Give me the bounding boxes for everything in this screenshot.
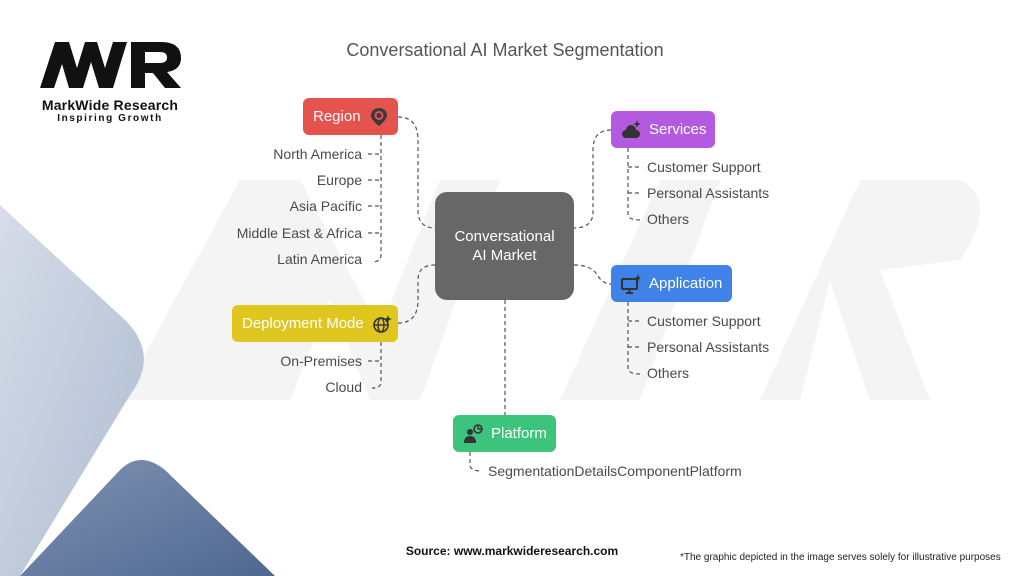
platform-label: Platform: [491, 425, 547, 442]
user-chart-icon: [464, 423, 483, 443]
platform-node: Platform: [453, 415, 556, 452]
region-item: Europe: [316, 172, 362, 188]
application-label: Application: [649, 275, 723, 292]
globe-sparkle-icon: [372, 314, 392, 333]
application-item: Others: [647, 365, 690, 381]
footnote: *The graphic depicted in the image serve…: [680, 552, 1001, 563]
deployment-label: Deployment Mode: [242, 315, 364, 332]
services-item: Personal Assistants: [647, 185, 770, 201]
region-item: Asia Pacific: [289, 198, 362, 214]
source-text: Source: www.markwideresearch.com: [405, 544, 619, 558]
region-item: Middle East & Africa: [236, 225, 362, 241]
services-item: Others: [647, 211, 690, 227]
deployment-item: Cloud: [325, 379, 362, 395]
location-gear-icon: [370, 107, 387, 126]
mwr-logo-icon: [40, 42, 181, 88]
center-line-1: Conversational: [454, 228, 555, 245]
logo-tagline: Inspiring Growth: [57, 113, 163, 124]
services-node: Services: [611, 111, 715, 148]
region-label: Region: [313, 108, 361, 125]
cloud-sparkle-icon: [622, 119, 641, 138]
region-item: North America: [273, 146, 362, 162]
diagram-title: Conversational AI Market Segmentation: [346, 40, 664, 60]
services-label: Services: [649, 121, 707, 138]
region-node: Region: [303, 98, 398, 135]
application-item: Customer Support: [647, 313, 761, 329]
services-item: Customer Support: [647, 159, 761, 175]
application-item: Personal Assistants: [647, 339, 770, 355]
application-node: Application: [611, 265, 732, 302]
logo: MarkWide Research Inspiring Growth: [30, 38, 190, 124]
platform-item: SegmentationDetailsComponentPlatform: [488, 463, 742, 479]
deployment-node: Deployment Mode: [232, 305, 398, 342]
region-item: Latin America: [277, 251, 362, 267]
deployment-item: On-Premises: [280, 353, 362, 369]
center-line-2: AI Market: [472, 247, 537, 264]
logo-name: MarkWide Research: [41, 97, 179, 113]
monitor-sparkle-icon: [621, 273, 641, 294]
center-node: Conversational AI Market: [435, 192, 574, 300]
